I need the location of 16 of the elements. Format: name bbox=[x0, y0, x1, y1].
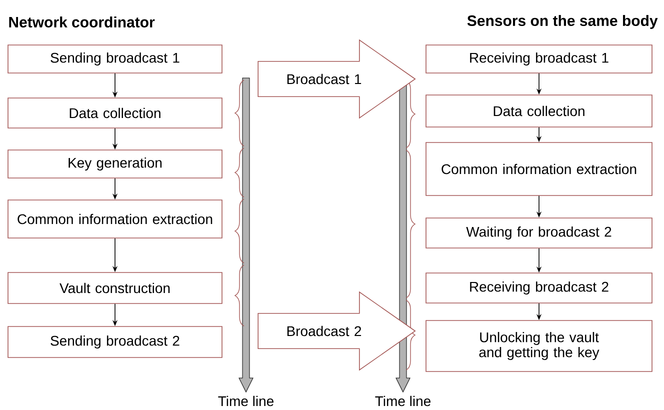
process-box: Sending broadcast 2 bbox=[8, 326, 222, 358]
process-box: Common information extraction bbox=[8, 200, 222, 238]
process-box: Common information extraction bbox=[426, 142, 652, 196]
axis-label: Time line bbox=[375, 396, 430, 406]
process-box: Key generation bbox=[8, 150, 222, 178]
process-box: Unlocking the vault and getting the key bbox=[426, 320, 652, 372]
process-box: Vault construction bbox=[8, 272, 222, 304]
process-box: Receiving broadcast 2 bbox=[426, 272, 652, 304]
process-box: Sending broadcast 1 bbox=[8, 44, 222, 74]
column-heading: Sensors on the same body bbox=[467, 15, 658, 29]
column-heading: Network coordinator bbox=[9, 16, 155, 28]
process-box: Receiving broadcast 1 bbox=[426, 44, 652, 74]
axis-label: Time line bbox=[218, 396, 274, 406]
process-box: Data collection bbox=[426, 94, 652, 128]
process-box: Waiting for broadcast 2 bbox=[426, 218, 652, 248]
process-box: Data collection bbox=[8, 98, 222, 128]
